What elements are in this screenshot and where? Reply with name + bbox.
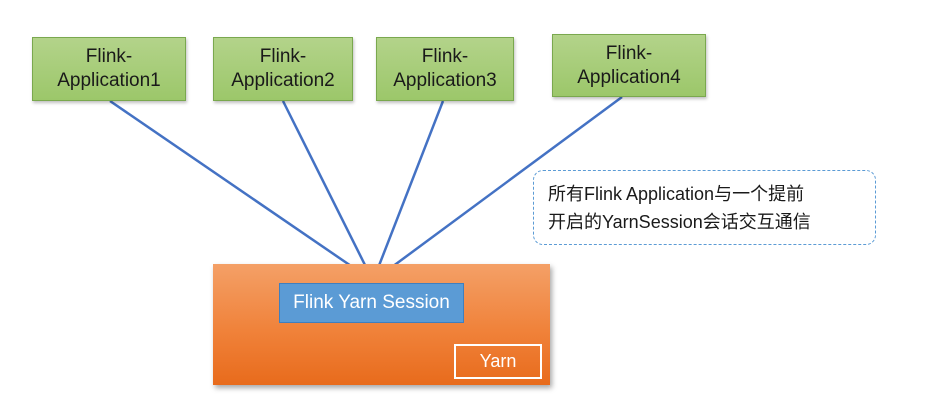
app1-line1: Flink-: [85, 46, 133, 67]
flink-application-1-box[interactable]: Flink- Application1: [32, 37, 186, 101]
flink-application-4-box[interactable]: Flink- Application4: [552, 34, 706, 97]
note-line2: 开启的YarnSession会话交互通信: [548, 211, 811, 232]
flink-yarn-session-box[interactable]: Flink Yarn Session: [279, 283, 464, 323]
app1-line2: Application1: [57, 70, 161, 91]
app2-line1: Flink-: [259, 46, 307, 67]
connector-app2-to-session: [281, 100, 375, 282]
app3-line2: Application3: [393, 70, 497, 91]
app4-line1: Flink-: [605, 42, 653, 64]
connector-app1-to-session: [109, 99, 374, 283]
connector-app3-to-session: [371, 100, 445, 282]
connector-app4-to-session: [372, 95, 623, 283]
flink-application-2-box[interactable]: Flink- Application2: [213, 37, 353, 101]
flink-application-3-box[interactable]: Flink- Application3: [376, 37, 514, 101]
yarn-label: Yarn: [454, 344, 542, 379]
note-line1: 所有Flink Application与一个提前: [548, 183, 805, 204]
app3-line1: Flink-: [421, 46, 469, 67]
annotation-note: 所有Flink Application与一个提前 开启的YarnSession会…: [533, 170, 876, 245]
app2-line2: Application2: [231, 70, 335, 91]
app4-line2: Application4: [577, 66, 681, 88]
